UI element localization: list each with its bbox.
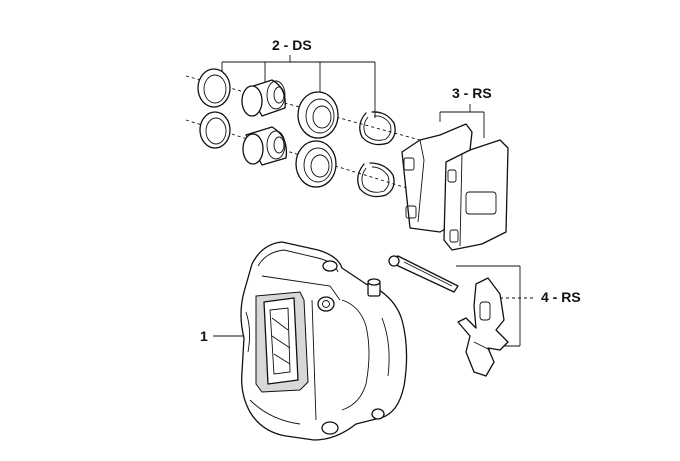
leader-lines-part2 [221,55,376,118]
leader-lines-part4 [456,265,536,347]
dust-boot-lower [295,140,337,188]
retaining-ring-upper [359,111,396,146]
mounting-bolt-boss [317,296,335,312]
upper-bolt-boss [322,260,338,272]
callout-1[interactable]: 1 [200,328,208,344]
callout-3-rs[interactable]: 3 - RS [452,85,492,101]
retaining-ring-lower [357,162,395,198]
lower-fitting [371,408,385,420]
guide-pin [388,255,459,293]
dust-boot-upper [297,91,339,139]
callout-2-ds[interactable]: 2 - DS [272,37,312,53]
spring-clip [457,277,509,377]
callout-4-rs[interactable]: 4 - RS [541,289,581,305]
leader-lines-part3 [439,104,485,138]
seal-ring-upper-left [197,68,231,108]
lower-bolt-boss [321,421,339,435]
seal-ring-lower-left [199,111,231,149]
piston-lower [242,126,288,166]
bleed-screw [367,278,381,297]
piston-upper [241,79,286,117]
brake-pad-front [443,139,509,251]
caliper-body [240,241,408,441]
